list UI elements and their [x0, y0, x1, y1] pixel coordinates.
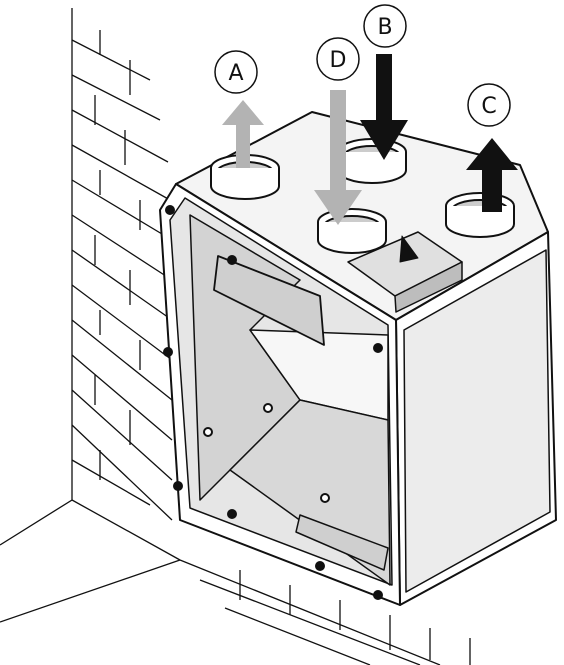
arrow-b-down: [360, 54, 408, 160]
callout-b-label: B: [377, 15, 392, 40]
arrow-a-up: [222, 100, 264, 168]
callouts: A B D C: [214, 4, 511, 127]
callout-a-label: A: [228, 61, 243, 86]
duct-collar-c: [445, 192, 515, 238]
callout-b: B: [363, 4, 407, 48]
brick-wall: [0, 8, 471, 665]
callout-c: C: [467, 83, 511, 127]
callout-d: D: [316, 37, 360, 81]
arrow-c-up: [466, 138, 518, 212]
duct-collar-a: [210, 154, 280, 200]
callout-d-label: D: [330, 48, 347, 73]
arrow-d-down: [314, 90, 362, 225]
duct-collar-d: [317, 208, 387, 254]
airflow-arrows: [222, 54, 518, 225]
unit-body: [159, 111, 557, 606]
duct-collar-b: [337, 138, 407, 184]
callout-a: A: [214, 50, 258, 94]
duct-collars: [210, 138, 515, 254]
callout-c-label: C: [481, 94, 496, 119]
